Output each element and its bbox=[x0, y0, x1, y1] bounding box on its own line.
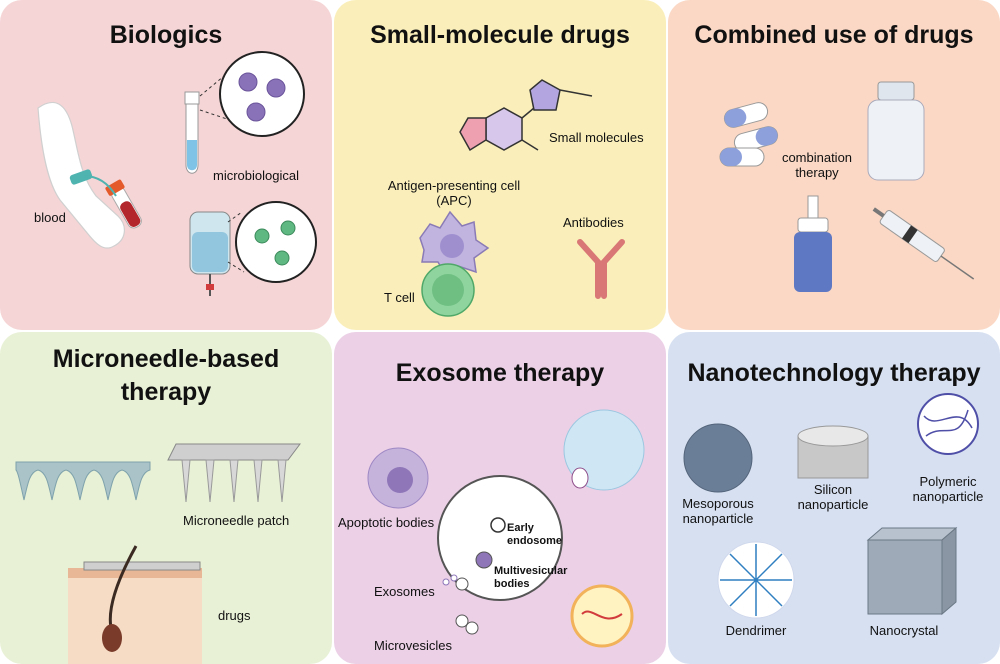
blood-tube-icon bbox=[105, 179, 142, 229]
molecule-icon bbox=[459, 79, 593, 152]
capsule-icon bbox=[723, 102, 769, 128]
nasal-spray-icon bbox=[794, 195, 832, 292]
panel-exosome: Exosome therapy Apoptotic bodies Early e bbox=[334, 332, 666, 664]
panel-biologics: Biologics bbox=[0, 0, 332, 330]
test-tube-icon bbox=[184, 91, 200, 174]
nanocrystal-icon bbox=[866, 526, 958, 616]
combined-illustration bbox=[719, 81, 975, 292]
label-polymeric-1: Polymeric bbox=[919, 474, 977, 489]
label-mvb-1: Multivesicular bbox=[494, 565, 568, 577]
cell-magnifier-icon bbox=[235, 201, 317, 283]
label-silicon-1: Silicon bbox=[813, 482, 853, 497]
label-early-2: endosome bbox=[507, 535, 563, 547]
label-nanocrystal: Nanocrystal bbox=[869, 623, 939, 638]
label-silicon-2: nanoparticle bbox=[797, 497, 869, 512]
label-t-cell: T cell bbox=[384, 290, 415, 305]
panel-title: Nanotechnology therapy bbox=[687, 359, 981, 387]
label-blood: blood bbox=[34, 210, 66, 225]
panel-title-line2: therapy bbox=[120, 378, 212, 406]
microneedle-patch-icon bbox=[167, 443, 301, 503]
syringe-icon bbox=[872, 207, 975, 280]
label-mvb-2: bodies bbox=[494, 578, 530, 590]
label-drugs: drugs bbox=[218, 608, 251, 623]
panel-title: Exosome therapy bbox=[395, 359, 605, 387]
label-apoptotic-bodies: Apoptotic bodies bbox=[338, 515, 435, 530]
panel-title: Combined use of drugs bbox=[694, 21, 974, 49]
panel-combined: Combined use of drugs combi bbox=[668, 0, 1000, 330]
exosome-illustration bbox=[367, 409, 645, 648]
label-combo-line1: combination bbox=[781, 150, 853, 165]
exosome-vesicle-icon bbox=[563, 409, 645, 491]
label-meso-2: nanoparticle bbox=[682, 511, 754, 526]
arm-icon bbox=[37, 102, 125, 249]
label-exosomes: Exosomes bbox=[374, 584, 435, 599]
label-apc-line2: (APC) bbox=[436, 193, 472, 208]
label-polymeric-2: nanoparticle bbox=[912, 489, 984, 504]
label-microvesicles: Microvesicles bbox=[374, 638, 453, 653]
microneedle-illustration bbox=[15, 443, 301, 664]
small-molecule-illustration bbox=[419, 79, 625, 317]
panel-title: Small-molecule drugs bbox=[370, 21, 630, 49]
panel-nanotech: Nanotechnology therapy Mesoporous nanopa… bbox=[668, 332, 1000, 664]
apoptotic-body-icon bbox=[367, 447, 429, 509]
pill-bottle-icon bbox=[867, 81, 925, 181]
virus-vesicle-icon bbox=[570, 584, 634, 648]
label-dendrimer: Dendrimer bbox=[725, 623, 787, 638]
label-antibodies: Antibodies bbox=[563, 215, 624, 230]
cell-icon bbox=[437, 475, 563, 601]
capsule-icon bbox=[733, 126, 779, 152]
t-cell-icon bbox=[421, 263, 475, 317]
apc-cell-icon bbox=[419, 210, 490, 278]
label-small-molecules: Small molecules bbox=[549, 130, 644, 145]
panel-small-molecule: Small-molecule drugs Small molecules Ant… bbox=[334, 0, 666, 330]
mesoporous-icon bbox=[683, 423, 753, 493]
iv-bag-icon bbox=[189, 211, 231, 296]
cell-magnifier-icon bbox=[219, 51, 305, 137]
label-early-1: Early bbox=[507, 522, 534, 534]
panel-title: Biologics bbox=[109, 21, 223, 49]
exosome-vesicle-icon bbox=[442, 574, 479, 635]
antibody-icon bbox=[577, 239, 625, 299]
skin-section-icon bbox=[68, 545, 202, 664]
label-apc-line1: Antigen-presenting cell bbox=[387, 178, 521, 193]
panel-title-line1: Microneedle-based bbox=[52, 345, 280, 373]
panel-microneedle: Microneedle-based therapy Microneedle pa… bbox=[0, 332, 332, 664]
polymeric-icon bbox=[917, 393, 979, 455]
silicon-icon bbox=[797, 425, 869, 479]
label-microneedle-patch: Microneedle patch bbox=[183, 513, 290, 528]
nanotech-illustration bbox=[683, 393, 979, 619]
capsule-icon bbox=[719, 147, 765, 167]
microneedle-array-icon bbox=[15, 461, 151, 501]
label-meso-1: Mesoporous bbox=[682, 496, 754, 511]
biologics-illustration bbox=[37, 51, 317, 296]
dendrimer-icon bbox=[717, 541, 795, 619]
label-microbiological: microbiological bbox=[213, 168, 299, 183]
label-combo-line2: therapy bbox=[795, 165, 839, 180]
